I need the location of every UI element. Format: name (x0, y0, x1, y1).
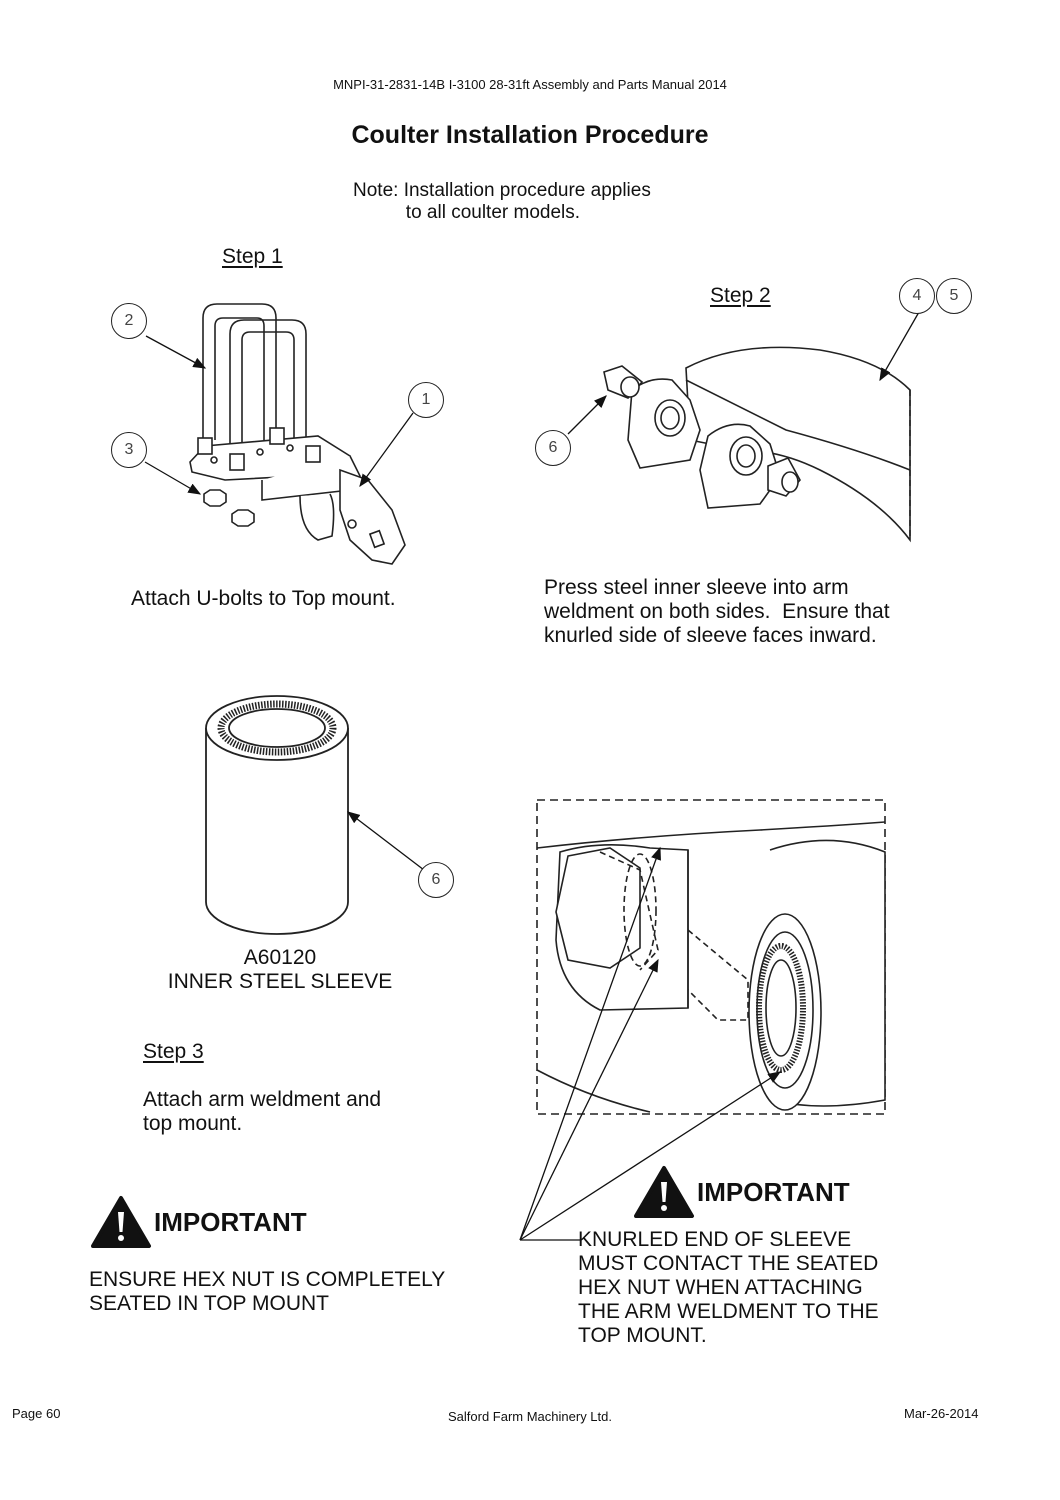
page-number: Page 60 (12, 1406, 61, 1421)
top-mount-drawing (189, 303, 406, 565)
warning-triangle-icon (91, 1196, 151, 1248)
callout-6-sleeve: 6 (418, 862, 454, 898)
step3-caption: Attach arm weldment and top mount. (143, 1088, 382, 1135)
step2-caption: Press steel inner sleeve into arm weldme… (544, 576, 890, 647)
step1-caption: Attach U-bolts to Top mount. (131, 587, 396, 610)
callout-3: 3 (111, 432, 147, 468)
footer-company: Salford Farm Machinery Ltd. (447, 1409, 612, 1424)
warning-triangle-icon (634, 1166, 694, 1218)
important-left-text: ENSURE HEX NUT IS COMPLETELY SEATED IN T… (89, 1268, 446, 1315)
sleeve-part-name: INNER STEEL SLEEVE (167, 970, 393, 993)
step3-label: Step 3 (143, 1040, 204, 1063)
callout-1: 1 (408, 382, 444, 418)
important-left-heading: IMPORTANT (154, 1207, 307, 1237)
important-right-text: KNURLED END OF SLEEVE MUST CONTACT THE S… (578, 1228, 879, 1347)
callout-2: 2 (111, 303, 147, 339)
callout-6: 6 (535, 430, 571, 466)
arm-weldment-drawing (603, 346, 911, 543)
page-title: Coulter Installation Procedure (351, 121, 709, 149)
important-right-heading: IMPORTANT (697, 1177, 850, 1207)
step2-label: Step 2 (710, 284, 771, 307)
inner-steel-sleeve-drawing (205, 695, 349, 935)
callout-5: 5 (936, 278, 972, 314)
sleeve-label: A60120 INNER STEEL SLEEVE (150, 946, 410, 994)
document-header: MNPI-31-2831-14B I-3100 28-31ft Assembly… (333, 77, 727, 92)
footer-date: Mar-26-2014 (904, 1406, 979, 1421)
step1-label: Step 1 (222, 245, 283, 268)
installation-note: Note: Installation procedure applies to … (353, 180, 651, 223)
callout-4: 4 (899, 278, 935, 314)
sleeve-part-number: A60120 (243, 946, 317, 969)
assembly-detail-drawing (536, 799, 886, 1115)
